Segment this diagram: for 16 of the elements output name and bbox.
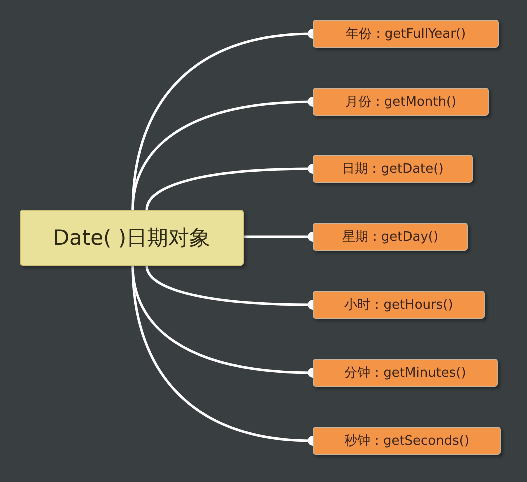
- method-box: [313, 155, 473, 183]
- topic-text: Date( )日期对象: [53, 225, 211, 252]
- topic-box: [20, 210, 244, 266]
- method-box: [313, 88, 489, 116]
- method-text: 小时：getHours(): [344, 297, 454, 314]
- method-text: 星期：getDay(): [342, 229, 439, 246]
- method-text: 秒钟：getSeconds(): [344, 433, 470, 450]
- method-box: [313, 427, 501, 455]
- method-box: [313, 223, 468, 251]
- method-box: [313, 359, 498, 387]
- method-text: 月份：getMonth(): [345, 94, 457, 111]
- method-box: [313, 20, 499, 48]
- method-text: 分钟：getMinutes(): [344, 365, 466, 382]
- method-text: 年份：getFullYear(): [346, 26, 466, 43]
- method-text: 日期：getDate(): [342, 161, 444, 178]
- method-box: [313, 291, 485, 319]
